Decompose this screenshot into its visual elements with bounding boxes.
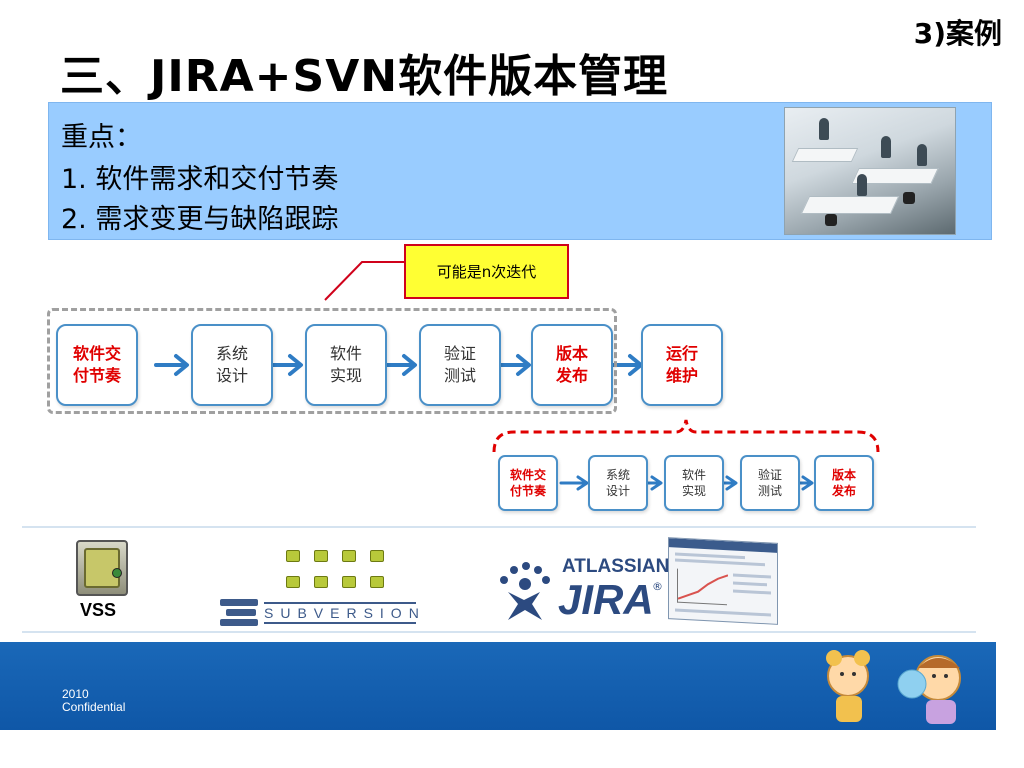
footer-confidential: Confidential: [62, 700, 126, 714]
subversion-logo-text: SUBVERSION: [264, 602, 419, 624]
atlassian-wordmark: ATLASSIAN: [562, 556, 670, 577]
stage-label: 版本发布: [832, 467, 856, 499]
stage-label: 软件实现: [330, 343, 362, 387]
stage-label: 验证测试: [444, 343, 476, 387]
stage-label: 软件交付节奏: [510, 467, 546, 499]
stage-label-line1: 验证: [443, 344, 476, 363]
stage-label-line1: 软件交: [509, 468, 546, 482]
flow-stage-2: 系统设计: [191, 324, 273, 406]
iteration-stage-5: 版本发布: [814, 455, 874, 511]
keypoints-heading: 重点：: [61, 122, 142, 153]
stage-label-line1: 软件: [681, 468, 706, 482]
iteration-frame: [47, 308, 617, 414]
stage-label-line2: 实现: [681, 484, 706, 498]
stage-label-line1: 运行: [665, 344, 698, 363]
footer-text: 2010 Confidential: [62, 688, 125, 714]
stage-label-line2: 测试: [757, 484, 782, 498]
stage-label: 软件实现: [682, 467, 706, 499]
subversion-logo: SUBVERSION: [220, 599, 419, 627]
stage-label-line1: 版本: [555, 344, 588, 363]
iteration-stage-1: 软件交付节奏: [498, 455, 558, 511]
stage-label-line2: 设计: [215, 366, 248, 385]
iteration-stage-2: 系统设计: [588, 455, 648, 511]
flow-stage-4: 验证测试: [419, 324, 501, 406]
stage-label: 软件交付节奏: [73, 343, 121, 387]
stage-label: 版本发布: [556, 343, 588, 387]
stage-label-line1: 软件: [329, 344, 362, 363]
vss-safe-icon: [76, 540, 128, 596]
stage-label-line2: 实现: [329, 366, 362, 385]
jira-wordmark: JIRA: [558, 576, 654, 623]
separator-bottom: [22, 631, 976, 633]
stage-label-line2: 测试: [443, 366, 476, 385]
svn-files-icon: [282, 550, 392, 598]
cartoon-kids-icon: [826, 650, 961, 724]
keypoints-panel: 重点： 1. 软件需求和交付节奏 2. 需求变更与缺陷跟踪: [48, 102, 992, 240]
iteration-note: 可能是n次迭代: [404, 244, 569, 299]
stage-label: 系统设计: [216, 343, 248, 387]
flow-stage-6: 运行维护: [641, 324, 723, 406]
stage-label-line2: 发布: [555, 366, 588, 385]
iteration-stage-3: 软件实现: [664, 455, 724, 511]
stage-label-line1: 版本: [831, 468, 856, 482]
stage-label-line2: 付节奏: [509, 484, 546, 498]
office-photo: [784, 107, 956, 235]
slide-title: 三、JIRA+SVN软件版本管理: [60, 51, 669, 102]
flow-stage-5: 版本发布: [531, 324, 613, 406]
stage-label: 验证测试: [758, 467, 782, 499]
stage-label: 运行维护: [666, 343, 698, 387]
keypoint-item-2: 2. 需求变更与缺陷跟踪: [61, 204, 339, 235]
stage-label-line1: 软件交: [72, 344, 121, 363]
flow-stage-1: 软件交付节奏: [56, 324, 138, 406]
stage-label-line2: 付节奏: [72, 366, 121, 385]
flow-stage-3: 软件实现: [305, 324, 387, 406]
footer-bar: 2010 Confidential: [0, 642, 996, 730]
jira-registered-mark: ®: [652, 580, 663, 593]
stage-label-line1: 系统: [215, 344, 248, 363]
corner-label: 3)案例: [913, 17, 1002, 50]
stage-label-line2: 维护: [665, 366, 698, 385]
stage-label-line1: 验证: [757, 468, 782, 482]
vss-label: VSS: [80, 600, 117, 620]
separator-top: [22, 526, 976, 528]
keypoint-item-1: 1. 软件需求和交付节奏: [61, 164, 339, 195]
footer-year: 2010: [62, 687, 89, 701]
stage-label-line2: 发布: [831, 484, 856, 498]
stage-label-line2: 设计: [605, 484, 630, 498]
stage-label-line1: 系统: [605, 468, 630, 482]
stage-label: 系统设计: [606, 467, 630, 499]
atlassian-figure-icon: [500, 562, 550, 620]
jira-screenshot: [668, 537, 778, 625]
iteration-stage-4: 验证测试: [740, 455, 800, 511]
